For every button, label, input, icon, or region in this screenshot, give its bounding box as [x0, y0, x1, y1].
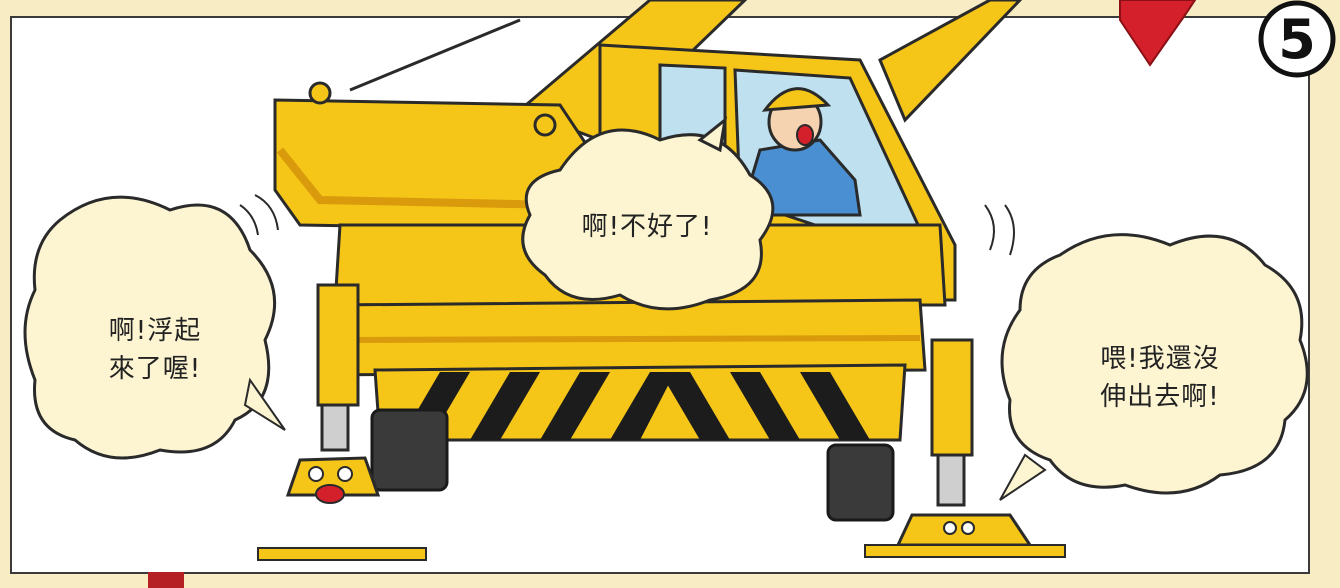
- crane-boom-support: [878, 0, 1023, 123]
- right-bubble-line1: 喂!我還沒: [1100, 344, 1220, 374]
- right-ground-pad: [864, 544, 1066, 558]
- center-bubble-text: 啊!不好了!: [552, 208, 742, 246]
- right-bubble-line2: 伸出去啊!: [1100, 382, 1220, 412]
- left-bubble-line2: 來了喔!: [108, 354, 202, 384]
- panel-number: 5: [1278, 8, 1316, 71]
- right-bubble-text: 喂!我還沒 伸出去啊!: [1060, 340, 1260, 416]
- speech-bubble-right: [1000, 233, 1309, 495]
- left-bubble-line1: 啊!浮起: [108, 316, 202, 346]
- arrow-down-icon: [1119, 0, 1197, 67]
- crane-operator: [743, 87, 862, 217]
- left-ground-pad: [257, 547, 427, 561]
- left-outrigger: [285, 283, 381, 504]
- speech-bubble-left: [23, 195, 277, 460]
- right-outrigger: [895, 338, 1033, 547]
- page-marker: [148, 572, 184, 588]
- left-tire: [370, 408, 449, 492]
- speech-bubble-center: [521, 128, 775, 311]
- crane-cable: [349, 18, 521, 92]
- center-bubble-line: 啊!不好了!: [581, 212, 713, 242]
- right-tire: [826, 443, 895, 522]
- left-bubble-text: 啊!浮起 來了喔!: [70, 312, 240, 388]
- hazard-stripe-bumper: [373, 363, 907, 442]
- helmet-icon: [761, 87, 832, 112]
- panel-number-badge: 5: [1258, 0, 1336, 78]
